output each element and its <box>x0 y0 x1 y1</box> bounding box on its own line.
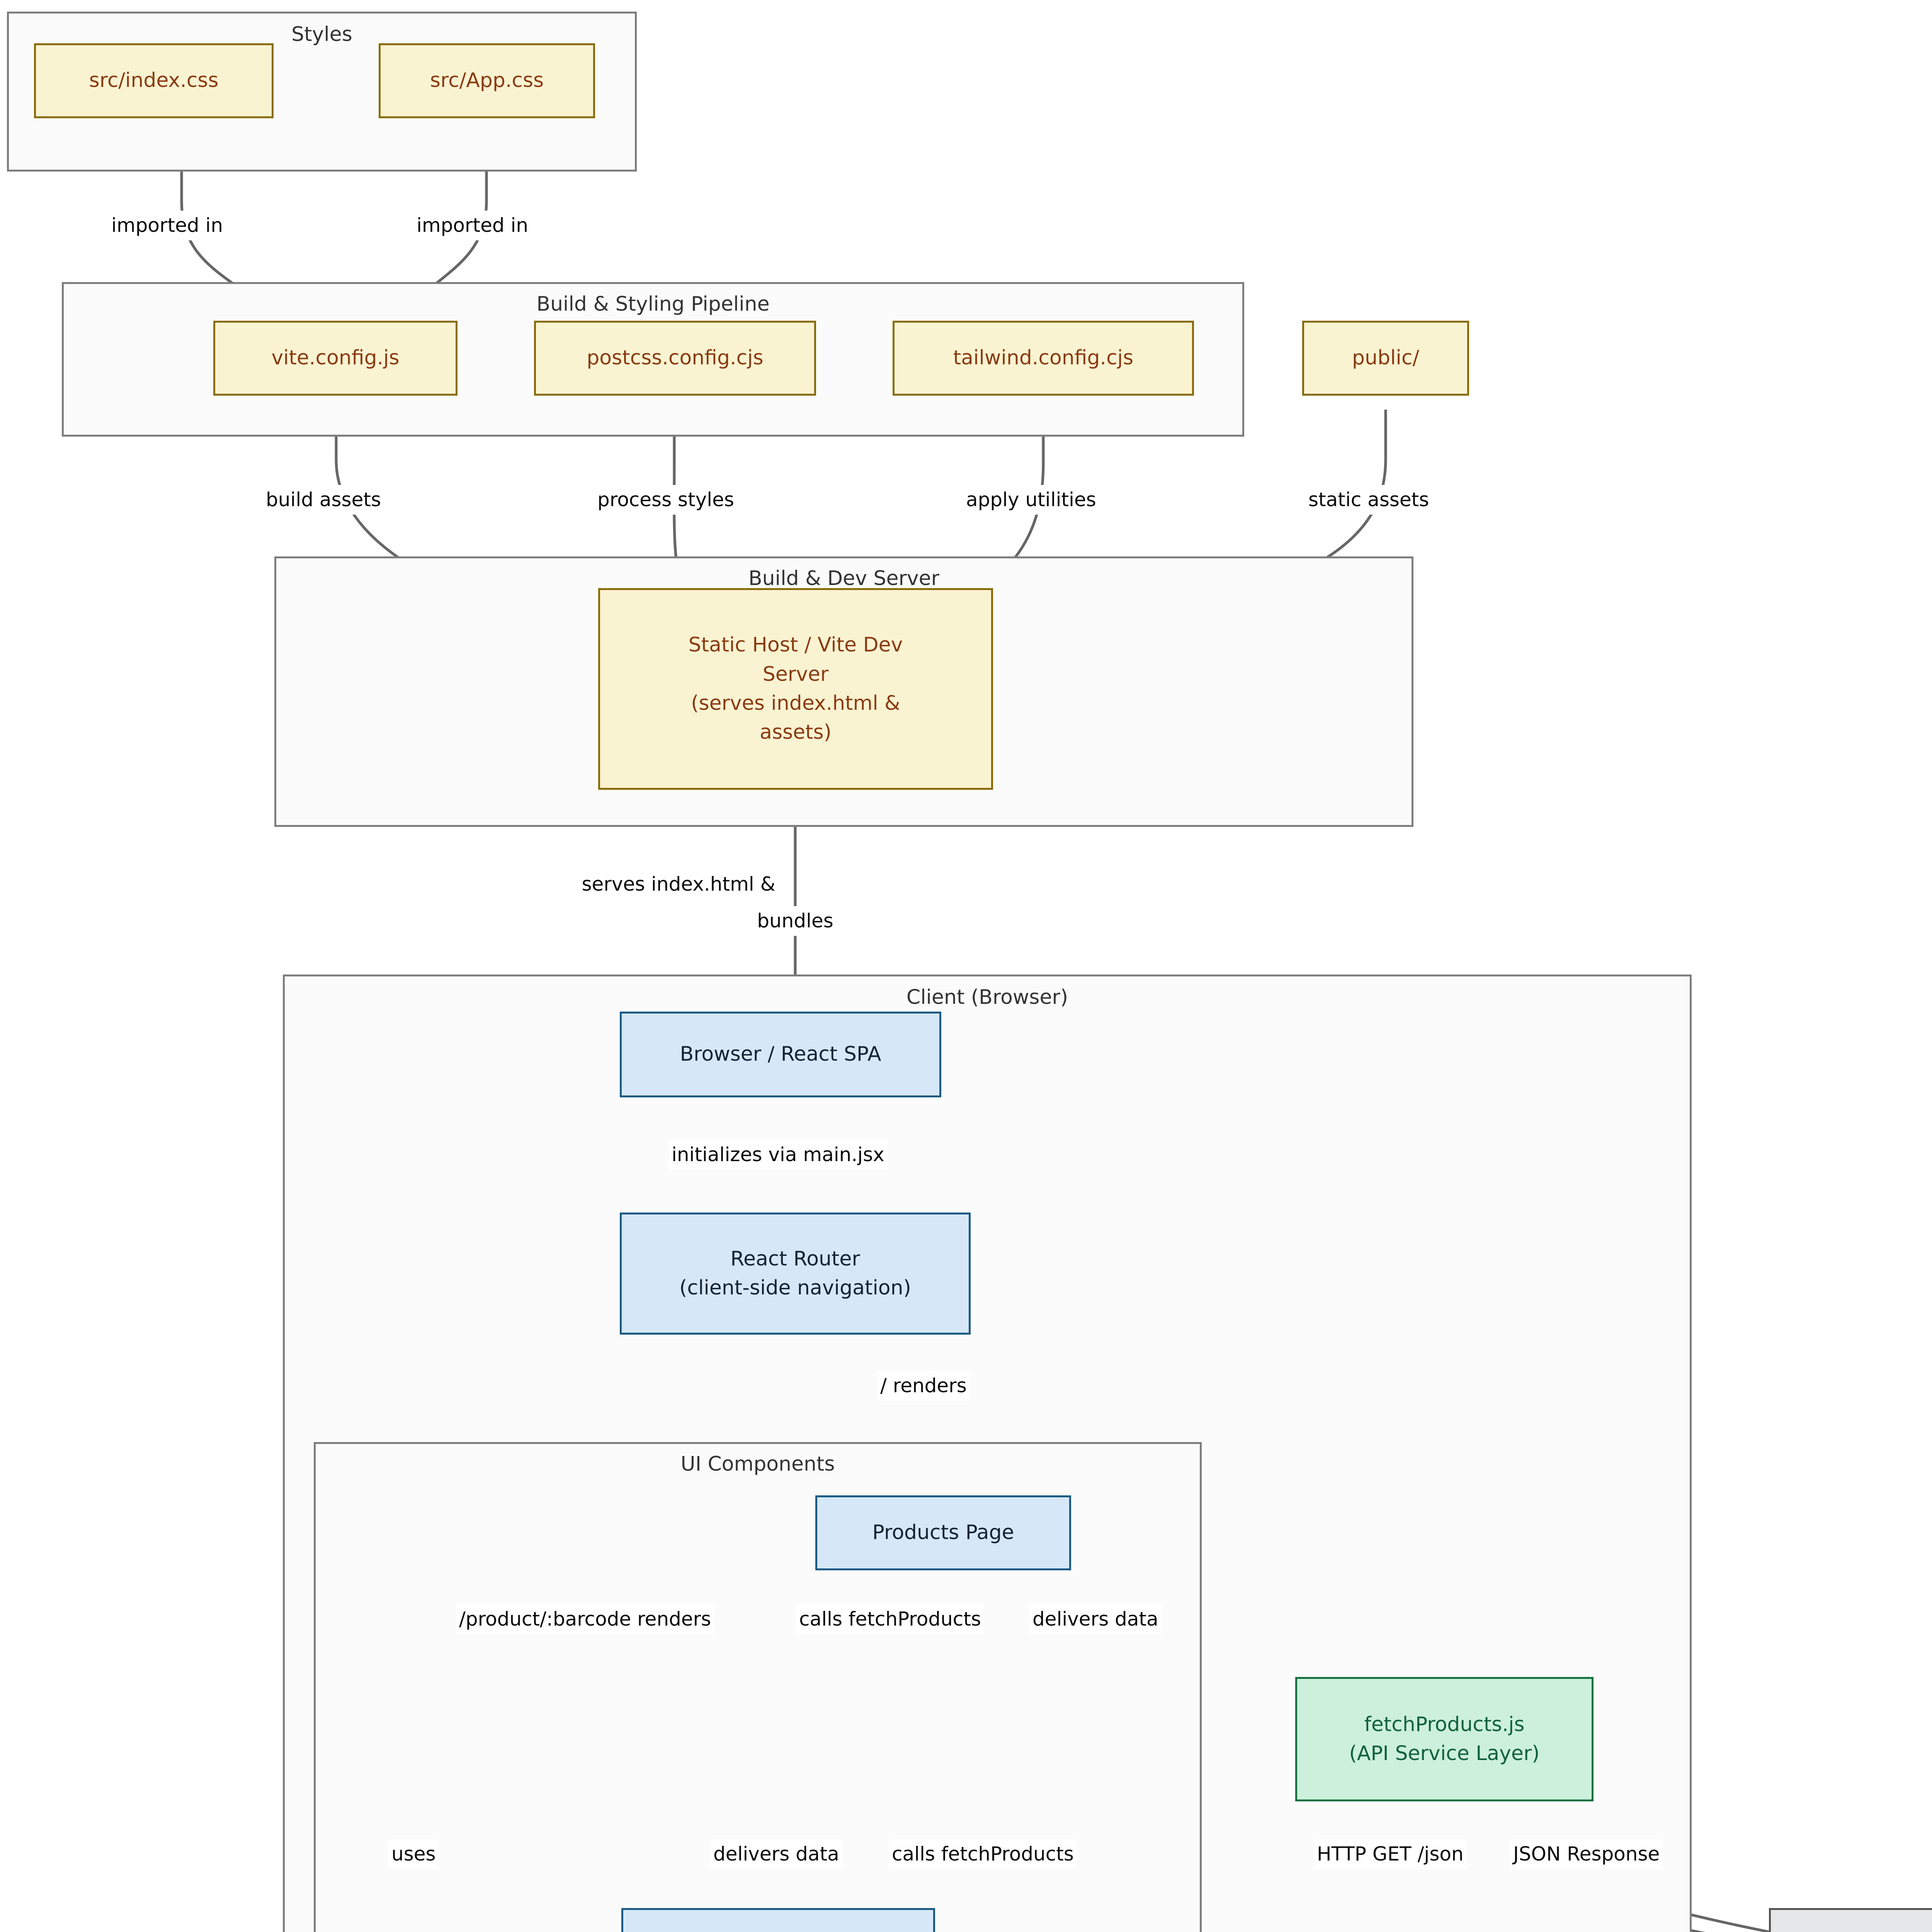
node-browser-react-spa-label: Browser / React SPA <box>680 1043 881 1066</box>
node-src-app-css[interactable]: src/App.css <box>379 43 595 118</box>
cluster-build-dev-server-title: Build & Dev Server <box>748 567 939 590</box>
node-fetch-products-line1: fetchProducts.js <box>1364 1713 1525 1736</box>
edge-label-imported-in-index: imported in <box>108 211 226 240</box>
edge-label-root-renders: / renders <box>877 1371 970 1401</box>
edge-label-initializes-via-main: initializes via main.jsx <box>668 1140 888 1170</box>
edge-label-barcode-renders: /product/:barcode renders <box>456 1604 714 1634</box>
edge-label-static-assets: static assets <box>1305 485 1432 515</box>
edge-label-calls-fetchproducts-products: calls fetchProducts <box>796 1604 984 1634</box>
node-public-dir-label: public/ <box>1352 346 1419 370</box>
node-vite-config-label: vite.config.js <box>271 346 400 370</box>
edge-label-delivers-data-products: delivers data <box>1029 1604 1162 1634</box>
node-products-page[interactable]: Products Page <box>815 1495 1071 1570</box>
edge-label-calls-fetchproducts-detail: calls fetchProducts <box>889 1839 1077 1869</box>
node-react-router-line2: (client-side navigation) <box>679 1276 911 1299</box>
node-openfoodfacts-rest-api[interactable]: OpenFoodFacts REST API <box>1769 1908 1932 1932</box>
edge-label-delivers-data-detail: delivers data <box>710 1839 842 1869</box>
node-src-index-css[interactable]: src/index.css <box>34 43 274 118</box>
edge-label-uses-router-spinner: uses <box>388 1839 439 1869</box>
edge-label-http-get-json: HTTP GET /json <box>1314 1839 1467 1869</box>
node-static-host-line2: Server <box>762 662 829 686</box>
node-public-dir[interactable]: public/ <box>1302 321 1469 396</box>
edge-label-build-assets: build assets <box>263 485 384 515</box>
node-react-router[interactable]: React Router (client-side navigation) <box>620 1213 971 1335</box>
cluster-styles-title: Styles <box>291 23 352 46</box>
node-src-app-css-label: src/App.css <box>430 69 544 92</box>
node-static-host-line4: assets) <box>760 721 832 744</box>
node-tailwind-config[interactable]: tailwind.config.cjs <box>893 321 1194 396</box>
edge-label-serves-index-line2: bundles <box>754 906 837 936</box>
node-postcss-config-label: postcss.config.cjs <box>587 346 764 370</box>
cluster-ui-components-title: UI Components <box>680 1452 835 1476</box>
cluster-client-browser-title: Client (Browser) <box>906 986 1068 1009</box>
cluster-build-styling-pipeline-title: Build & Styling Pipeline <box>536 293 770 316</box>
edge-label-json-response: JSON Response <box>1510 1839 1663 1869</box>
node-postcss-config[interactable]: postcss.config.cjs <box>534 321 816 396</box>
node-vite-config[interactable]: vite.config.js <box>213 321 457 396</box>
node-static-host[interactable]: Static Host / Vite Dev Server (serves in… <box>598 588 993 790</box>
node-static-host-line1: Static Host / Vite Dev <box>688 633 903 657</box>
edge-label-apply-utilities: apply utilities <box>963 485 1099 515</box>
node-products-page-label: Products Page <box>872 1521 1014 1544</box>
node-fetch-products[interactable]: fetchProducts.js (API Service Layer) <box>1295 1677 1594 1801</box>
edge-label-imported-in-app: imported in <box>413 211 532 240</box>
edge-label-process-styles: process styles <box>594 485 737 515</box>
node-product-detail-page[interactable]: Product Detail Page <box>621 1908 935 1932</box>
node-fetch-products-line2: (API Service Layer) <box>1349 1742 1540 1765</box>
node-src-index-css-label: src/index.css <box>89 69 219 92</box>
node-static-host-line3: (serves index.html & <box>691 692 900 715</box>
edge-label-serves-index-line1: serves index.html & <box>578 869 779 899</box>
node-browser-react-spa[interactable]: Browser / React SPA <box>620 1012 941 1097</box>
node-react-router-line1: React Router <box>730 1247 860 1270</box>
node-tailwind-config-label: tailwind.config.cjs <box>953 346 1134 370</box>
